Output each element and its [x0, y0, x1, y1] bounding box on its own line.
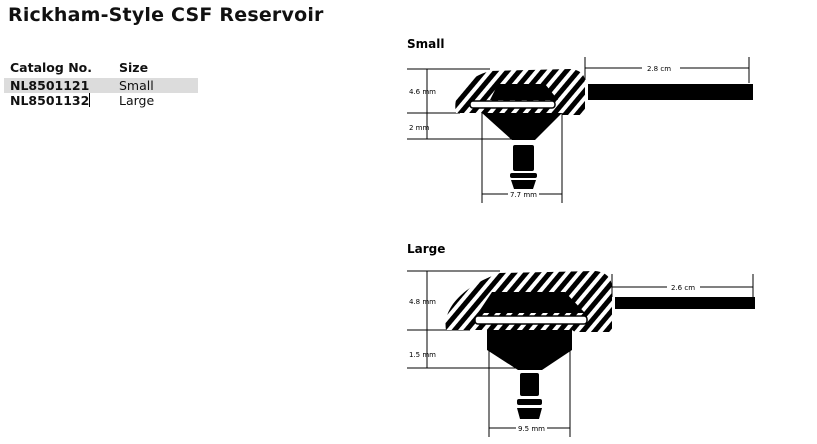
- large-label: Large: [407, 242, 445, 256]
- small-diagram: Small 4.6 mm 2 mm 2.8 cm 7.7 mm: [407, 37, 753, 203]
- small-label: Small: [407, 37, 444, 51]
- table-row[interactable]: NL8501121 Small: [4, 78, 198, 93]
- large-catheter-label: 2.6 cm: [671, 284, 695, 292]
- large-diagram: Large 4.8 mm 1.5 mm 2.6 cm 9.5 mm: [407, 242, 755, 437]
- reservoir-chamber: [490, 84, 558, 100]
- header-size: Size: [119, 60, 149, 75]
- page-title: Rickham-Style CSF Reservoir: [8, 4, 324, 26]
- text-cursor: [89, 93, 91, 107]
- table-header: Catalog No. Size: [4, 60, 198, 78]
- base-cone: [487, 330, 572, 370]
- base-cone: [482, 113, 562, 140]
- header-catalog: Catalog No.: [10, 60, 92, 75]
- small-width-label: 7.7 mm: [510, 191, 537, 199]
- size: Large: [119, 93, 155, 108]
- catalog-number-cell: NL8501132: [10, 93, 119, 108]
- catalog-number: NL8501132: [10, 93, 90, 108]
- large-base-label: 1.5 mm: [409, 351, 436, 359]
- reservoir-chamber: [478, 292, 585, 313]
- small-base-label: 2 mm: [409, 124, 429, 132]
- catalog-table: Catalog No. Size NL8501121 Small NL85011…: [4, 60, 198, 108]
- catheter-tube: [615, 297, 755, 309]
- large-height-label: 4.8 mm: [409, 298, 436, 306]
- catheter-tube: [588, 84, 753, 100]
- size: Small: [119, 78, 154, 93]
- large-width-label: 9.5 mm: [518, 425, 545, 433]
- small-catheter-label: 2.8 cm: [647, 65, 671, 73]
- small-height-label: 4.6 mm: [409, 88, 436, 96]
- catalog-number: NL8501121: [10, 78, 90, 93]
- table-row[interactable]: NL8501132 Large: [4, 93, 198, 108]
